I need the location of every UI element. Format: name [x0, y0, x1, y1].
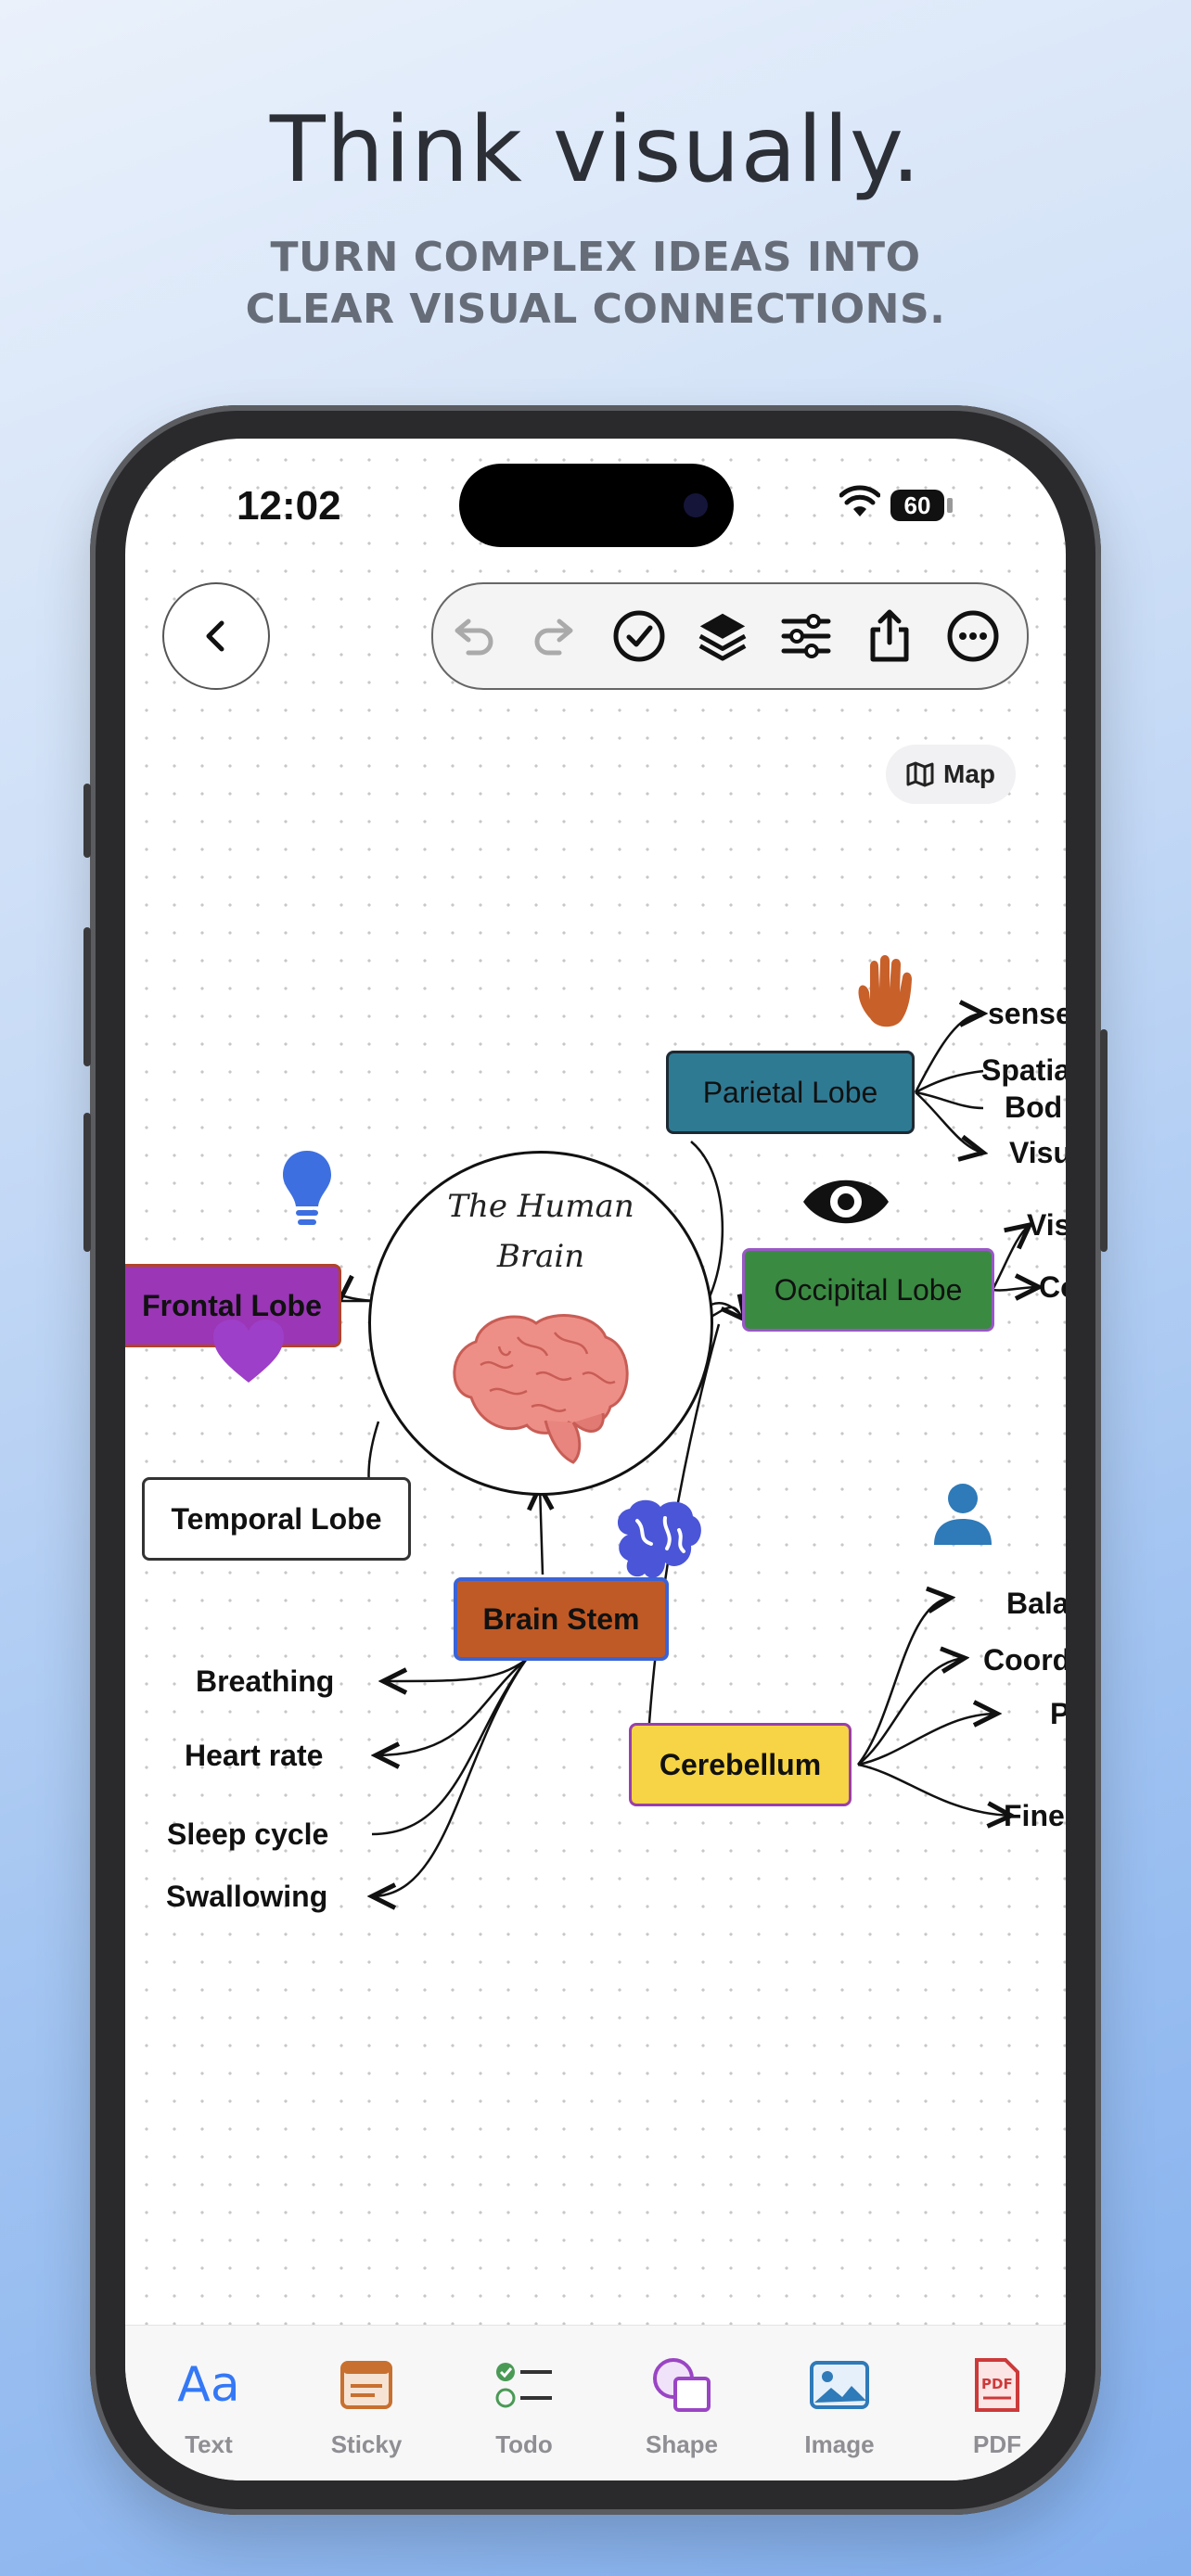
lightbulb-icon[interactable]	[281, 1149, 333, 1232]
tab-sticky-label: Sticky	[330, 2430, 403, 2458]
volume-up-button	[83, 927, 91, 1066]
svg-text:PDF: PDF	[981, 2376, 1013, 2392]
silent-switch	[83, 784, 91, 858]
tab-pdf[interactable]: PDF PDF	[932, 2348, 1062, 2459]
heart-icon[interactable]	[211, 1318, 286, 1384]
checklist-icon	[492, 2357, 557, 2413]
camera-icon	[684, 493, 708, 517]
pdf-icon: PDF	[965, 2357, 1030, 2413]
leaf-brainstem-1[interactable]: Breathing	[196, 1664, 335, 1698]
central-title-line-2: Brain	[496, 1238, 585, 1275]
tab-shape-label: Shape	[645, 2430, 719, 2458]
leaf-parietal-4[interactable]: Visu	[1009, 1136, 1066, 1169]
node-frontal-label: Frontal Lobe	[142, 1288, 322, 1322]
layers-icon	[698, 613, 747, 661]
bottom-toolbar: Aa Text Sticky	[125, 2325, 1066, 2480]
sticky-note-icon	[334, 2357, 399, 2413]
leaf-cerebellum-3[interactable]: P	[1050, 1697, 1066, 1730]
leaf-parietal-2[interactable]: Spatia	[981, 1053, 1066, 1087]
map-icon	[906, 761, 934, 787]
leaf-parietal-3[interactable]: Bod	[1005, 1090, 1063, 1124]
more-icon	[947, 610, 999, 662]
back-button[interactable]	[162, 582, 270, 690]
tab-text-label: Text	[185, 2430, 233, 2458]
leaf-brainstem-4[interactable]: Swallowing	[166, 1880, 328, 1913]
node-temporal-lobe[interactable]: Temporal Lobe	[142, 1477, 411, 1561]
redo-button[interactable]	[528, 608, 583, 664]
node-parietal-label: Parietal Lobe	[702, 1075, 878, 1109]
tab-text[interactable]: Aa Text	[144, 2348, 274, 2459]
brain-sticker-icon[interactable]	[609, 1498, 706, 1583]
tab-pdf-label: PDF	[973, 2430, 1021, 2458]
node-cerebellum[interactable]: Cerebellum	[629, 1723, 852, 1806]
dynamic-island	[459, 464, 734, 547]
central-title-line-1: The Human	[447, 1188, 634, 1225]
node-brainstem-label: Brain Stem	[482, 1601, 640, 1636]
tab-sticky[interactable]: Sticky	[301, 2348, 431, 2459]
sliders-icon	[781, 614, 831, 658]
node-brain-stem[interactable]: Brain Stem	[454, 1577, 669, 1661]
connector-brainstem	[540, 1486, 543, 1575]
brain-icon	[453, 1314, 629, 1464]
phone-screen: 12:02 60	[125, 439, 1066, 2480]
tab-shape[interactable]: Shape	[617, 2348, 747, 2459]
mindmap-connectors	[125, 439, 1066, 2325]
person-icon[interactable]	[932, 1482, 993, 1547]
leaf-occipital-2[interactable]: Co	[1039, 1270, 1066, 1304]
battery-icon: 60	[890, 490, 944, 521]
redo-icon	[534, 618, 573, 656]
node-cerebellum-label: Cerebellum	[659, 1747, 822, 1781]
leaf-brainstem-2[interactable]: Heart rate	[185, 1739, 324, 1772]
leaf-cerebellum-1[interactable]: Bala	[1006, 1587, 1066, 1620]
node-occipital-lobe[interactable]: Occipital Lobe	[742, 1248, 994, 1332]
shape-icon	[649, 2357, 714, 2413]
tab-todo[interactable]: Todo	[459, 2348, 589, 2459]
headline: Think visually.	[269, 97, 922, 203]
more-button[interactable]	[945, 608, 1001, 664]
battery-tip	[947, 498, 953, 513]
tab-todo-label: Todo	[495, 2430, 553, 2458]
share-icon	[870, 609, 909, 662]
share-button[interactable]	[862, 608, 917, 664]
tab-image[interactable]: Image	[775, 2348, 904, 2459]
toolbar	[431, 582, 1029, 690]
node-occipital-label: Occipital Lobe	[774, 1272, 963, 1307]
subline-2: CLEAR VISUAL CONNECTIONS.	[245, 286, 946, 333]
chevron-left-icon	[206, 620, 224, 652]
central-topic[interactable]: The Human Brain	[368, 1151, 713, 1496]
layers-button[interactable]	[695, 608, 750, 664]
leaf-cerebellum-4[interactable]: Fine	[1004, 1799, 1065, 1832]
leaf-cerebellum-2[interactable]: Coord	[983, 1643, 1066, 1677]
leaf-occipital-1[interactable]: Vis	[1027, 1208, 1066, 1242]
leaf-brainstem-3[interactable]: Sleep cycle	[167, 1817, 329, 1851]
map-label: Map	[943, 759, 995, 788]
undo-button[interactable]	[444, 608, 500, 664]
map-button[interactable]: Map	[886, 745, 1016, 804]
leaf-parietal-1[interactable]: sense	[988, 997, 1066, 1030]
undo-icon	[455, 618, 493, 656]
check-circle-icon	[613, 610, 665, 662]
central-title: The Human Brain	[371, 1181, 711, 1282]
tab-image-label: Image	[804, 2430, 875, 2458]
node-temporal-label: Temporal Lobe	[171, 1501, 382, 1536]
status-time: 12:02	[237, 483, 341, 529]
node-parietal-lobe[interactable]: Parietal Lobe	[666, 1051, 915, 1134]
wifi-icon	[839, 485, 880, 516]
power-button	[1100, 1029, 1108, 1252]
hand-icon[interactable]	[853, 953, 918, 1032]
settings-button[interactable]	[778, 608, 834, 664]
select-button[interactable]	[611, 608, 667, 664]
eye-icon[interactable]	[800, 1171, 892, 1232]
volume-down-button	[83, 1113, 91, 1252]
subline-1: TURN COMPLEX IDEAS INTO	[270, 234, 921, 281]
image-icon	[807, 2357, 872, 2413]
text-icon: Aa	[177, 2357, 240, 2413]
